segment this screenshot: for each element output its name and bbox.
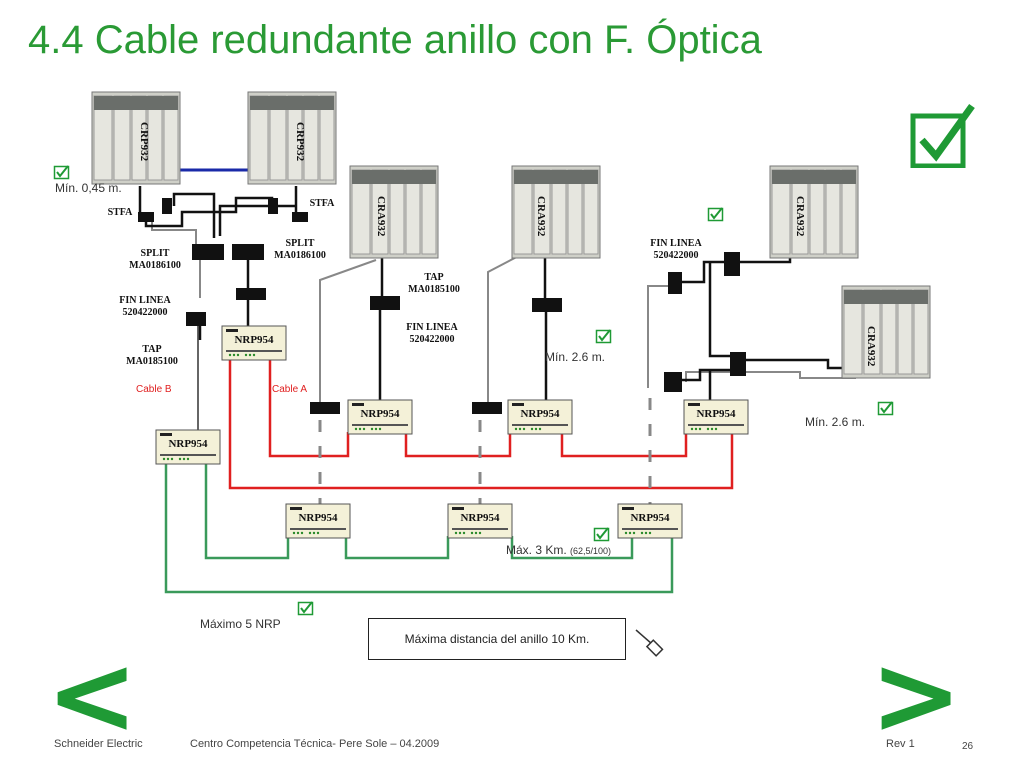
- nrp-cra-2-label: NRP954: [520, 408, 560, 420]
- split-left-label: SPLIT: [141, 248, 170, 259]
- cra-label-1: CRA932: [375, 196, 387, 237]
- footer-page-number: 26: [962, 741, 974, 752]
- green-fiber-links: [164, 462, 674, 594]
- nrp-cable-b-label: NRP954: [168, 438, 208, 450]
- footer-center: Centro Competencia Técnica- Pere Sole – …: [190, 738, 440, 750]
- split-left-ref: MA0186100: [129, 260, 181, 271]
- cra-label-4: CRA932: [865, 326, 877, 367]
- connectors: [138, 198, 746, 414]
- stfa-left-label: STFA: [108, 207, 134, 218]
- min-26-label-b: Mín. 2.6 m.: [805, 415, 866, 429]
- fin-linea-center-label: FIN LINEA: [406, 322, 458, 333]
- nrp-main-label: NRP954: [234, 334, 274, 346]
- footer-rev: Rev 1: [886, 738, 915, 750]
- max-3km-label: Máx. 3 Km. (62,5/100): [506, 543, 611, 557]
- cable-a-label: Cable A: [272, 384, 307, 395]
- fin-linea-left-ref: 520422000: [123, 307, 168, 318]
- check-icon-max5nrp: [297, 601, 314, 616]
- prev-slide-button[interactable]: <: [46, 631, 139, 759]
- max-3km-note: (62,5/100): [570, 546, 612, 556]
- crp-label-right: CRP932: [294, 122, 306, 162]
- cra-plc-2: [511, 165, 601, 259]
- crp-plc-right: [247, 91, 337, 185]
- crp-label-left: CRP932: [138, 122, 150, 162]
- next-slide-button[interactable]: >: [870, 631, 963, 759]
- min-26-label-a: Mín. 2.6 m.: [545, 350, 606, 364]
- check-icon-min26a: [595, 329, 612, 344]
- min-045-label: Mín. 0,45 m.: [55, 181, 122, 195]
- tap-center-ref: MA0185100: [408, 284, 460, 295]
- red-coax-cable-a: [228, 356, 734, 490]
- nrp-ring-3-label: NRP954: [630, 512, 670, 524]
- cable-b-label: Cable B: [136, 384, 172, 395]
- tap-left-ref: MA0185100: [126, 356, 178, 367]
- dashed-drop-cables: [318, 398, 652, 504]
- stfa-right-label: STFA: [310, 198, 336, 209]
- fin-linea-center-ref: 520422000: [410, 334, 455, 345]
- nrp-ring-2-label: NRP954: [460, 512, 500, 524]
- nrp-ring-1-label: NRP954: [298, 512, 338, 524]
- split-right-label: SPLIT: [286, 238, 315, 249]
- check-icon-min045: [53, 165, 70, 180]
- nrp-cra-1-label: NRP954: [360, 408, 400, 420]
- nrp-cra-3-label: NRP954: [696, 408, 736, 420]
- cra-plc-1: [349, 165, 439, 259]
- max-5nrp-label: Máximo 5 NRP: [200, 617, 281, 631]
- tap-left-label: TAP: [142, 344, 161, 355]
- check-icon-fin-linea: [707, 207, 724, 222]
- cra-plc-3: [769, 165, 859, 259]
- cra-plc-4: [841, 285, 931, 379]
- split-right-ref: MA0186100: [274, 250, 326, 261]
- screwdriver-icon: [635, 629, 664, 657]
- big-check-icon: [910, 103, 975, 168]
- fin-linea-left-label: FIN LINEA: [119, 295, 171, 306]
- fin-linea-right-ref: 520422000: [654, 250, 699, 261]
- footer-company: Schneider Electric: [54, 738, 143, 750]
- check-icon-min26b: [877, 401, 894, 416]
- cra-label-3: CRA932: [794, 196, 806, 237]
- slide-title: 4.4 Cable redundante anillo con F. Óptic…: [28, 18, 762, 62]
- check-icon-max3km: [593, 527, 610, 542]
- ring-distance-box: Máxima distancia del anillo 10 Km.: [368, 618, 626, 660]
- fin-linea-right-label: FIN LINEA: [650, 238, 702, 249]
- max-3km-text: Máx. 3 Km.: [506, 543, 567, 557]
- tap-center-label: TAP: [424, 272, 443, 283]
- crp-plc-left: [91, 91, 181, 185]
- black-trunk-cables: [138, 186, 850, 402]
- cra-label-2: CRA932: [535, 196, 547, 237]
